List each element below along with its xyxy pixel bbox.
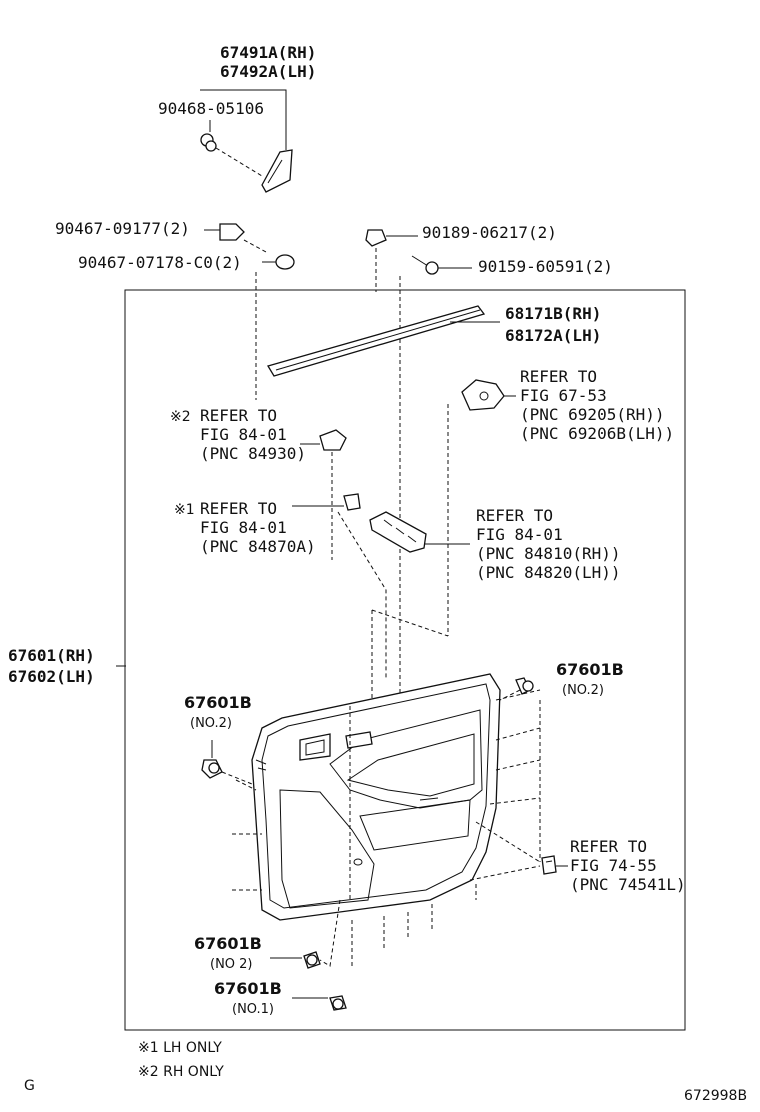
panel-dash-lines <box>232 689 541 968</box>
label-ref4-line4: (PNC 84820(LH)) <box>476 563 621 582</box>
label-ref1-line1: REFER TO <box>520 367 597 386</box>
label-clip-b2: 67601B <box>184 693 252 712</box>
label-ref3-line1: REFER TO <box>200 499 277 518</box>
upper-trim-piece <box>200 89 293 193</box>
label-ref2-line1: REFER TO <box>200 406 277 425</box>
label-clip-b3: 67601B <box>194 934 262 953</box>
note-lh-only: ※1 LH ONLY <box>138 1040 222 1056</box>
label-ref2-line3: (PNC 84930) <box>200 444 306 463</box>
label-clip-b4-note: (NO.1) <box>232 1002 274 1017</box>
label-ref1-line2: FIG 67-53 <box>520 386 607 405</box>
label-clip-90467-a: 90467-09177(2) <box>55 219 190 238</box>
reflector-74541l <box>541 855 568 875</box>
clip-67601b-3 <box>270 951 321 969</box>
switch-84870a <box>292 493 387 680</box>
label-ref4-line1: REFER TO <box>476 506 553 525</box>
label-ref3-line2: FIG 84-01 <box>200 518 287 537</box>
assembly-frame <box>124 289 686 1031</box>
label-ref1-line3: (PNC 69205(RH)) <box>520 405 665 424</box>
label-ref4-line3: (PNC 84810(RH)) <box>476 544 621 563</box>
clip-90189 <box>365 229 418 292</box>
label-panel-rh: 67601(RH) <box>8 646 95 665</box>
label-clip-90467-b: 90467-07178-C0(2) <box>78 253 242 272</box>
label-clip-b4: 67601B <box>214 979 282 998</box>
label-clip-90468: 90468-05106 <box>158 99 264 118</box>
clip-67601b-2 <box>201 740 253 785</box>
inside-handle <box>447 379 516 636</box>
label-weather-rh: 68171B(RH) <box>505 304 601 323</box>
label-ref3-line3: (PNC 84870A) <box>200 537 316 556</box>
clip-67601b-4 <box>292 995 347 1011</box>
label-screw-90159: 90159-60591(2) <box>478 257 613 276</box>
label-weather-lh: 68172A(LH) <box>505 326 601 345</box>
clip-67601b-1 <box>499 677 534 701</box>
clip-90467-a <box>204 223 267 253</box>
label-clip-b1: 67601B <box>556 660 624 679</box>
label-ref1-line4: (PNC 69206B(LH)) <box>520 424 674 443</box>
label-ref5-line3: (PNC 74541L) <box>570 875 686 894</box>
label-ref2-mark: ※2 <box>170 409 191 425</box>
door-panel <box>251 673 501 921</box>
label-trim-rh: 67491A(RH) <box>220 43 316 62</box>
weatherstrip <box>267 305 500 377</box>
clip-90468 <box>200 120 263 177</box>
switch-84930 <box>300 429 347 560</box>
label-ref5-line2: FIG 74-55 <box>570 856 657 875</box>
figure-code: 672998B <box>684 1088 747 1104</box>
label-clip-b2-note: (NO.2) <box>190 716 232 731</box>
label-ref3-mark: ※1 <box>174 502 195 518</box>
label-ref5-line1: REFER TO <box>570 837 647 856</box>
label-clip-b3-note: (NO 2) <box>210 957 253 972</box>
note-rh-only: ※2 RH ONLY <box>138 1064 224 1080</box>
label-clip-b1-note: (NO.2) <box>562 683 604 698</box>
label-panel-lh: 67602(LH) <box>8 667 95 686</box>
label-ref2-line2: FIG 84-01 <box>200 425 287 444</box>
corner-letter: G <box>24 1078 35 1094</box>
label-clip-90189: 90189-06217(2) <box>422 223 557 242</box>
label-trim-lh: 67492A(LH) <box>220 62 316 81</box>
label-ref4-line2: FIG 84-01 <box>476 525 563 544</box>
clip-90467-b <box>255 254 295 400</box>
